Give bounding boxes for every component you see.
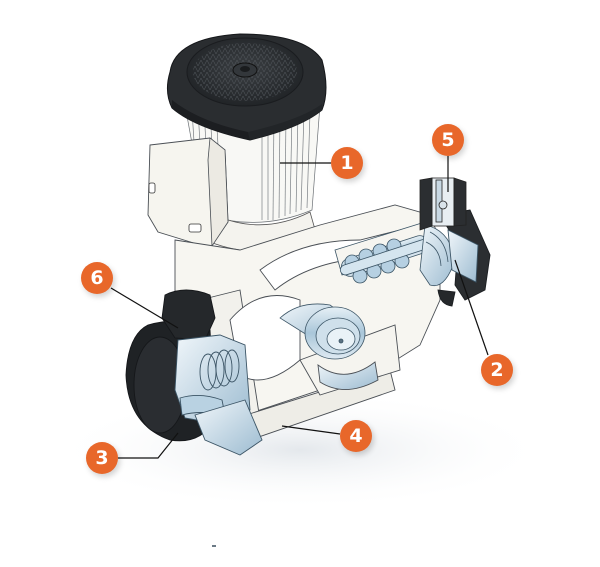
callout-4-housing-base: 4: [340, 420, 372, 452]
check-valve: [419, 177, 467, 231]
leader-3: [118, 432, 179, 459]
motor: [166, 33, 327, 252]
leader-4: [281, 425, 341, 435]
callout-5-check-valve: 5: [432, 124, 464, 156]
terminal-box: [147, 137, 229, 249]
callout-3-liquid-end-ring: 3: [86, 442, 118, 474]
leader-lines: [110, 156, 489, 459]
eccentric-wheel: [279, 303, 366, 360]
pump-head-right: [437, 209, 491, 307]
stray-mark: [212, 545, 216, 547]
leader-2: [454, 259, 489, 356]
leader-6: [110, 287, 179, 329]
callout-2-pump-head-diaphragm: 2: [481, 354, 513, 386]
callout-1-motor: 1: [331, 147, 363, 179]
worm-gear-shaft: [334, 221, 456, 287]
pump-foot: [194, 399, 263, 456]
callout-6-stroke-adjuster: 6: [81, 262, 113, 294]
